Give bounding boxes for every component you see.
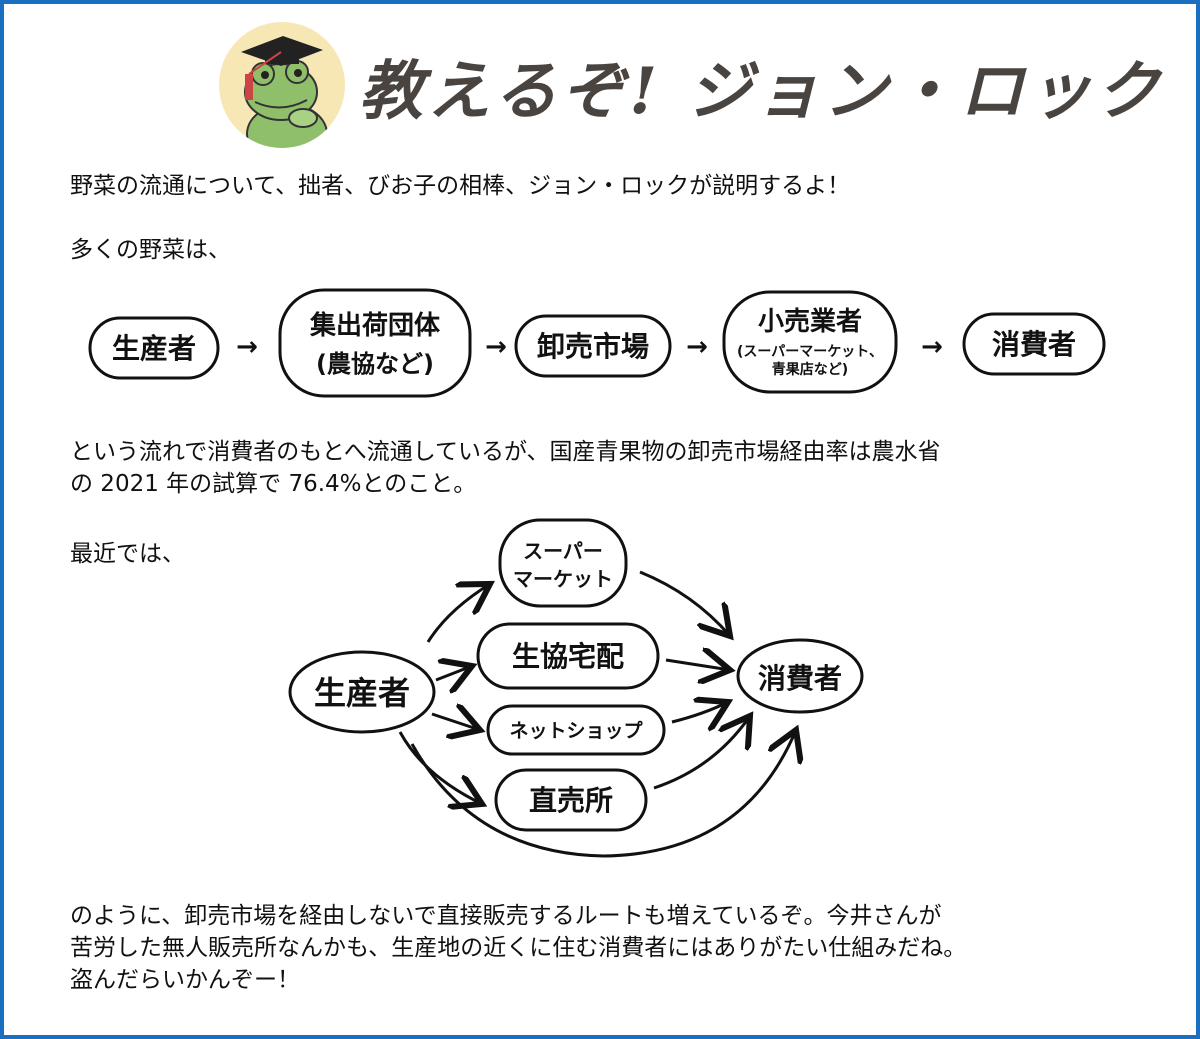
header: 教えるぞ! ジョン・ロック: [219, 18, 1159, 148]
flow2-arrow-to-coop: [435, 666, 472, 680]
flow2-producer-label: 生産者: [314, 674, 410, 712]
flow2-arrow-netshop-consumer: [671, 702, 728, 722]
flow1-arrow-3: →: [686, 332, 708, 362]
flow1-producer-label: 生産者: [112, 332, 196, 365]
flow1-group-label-1: 集出荷団体: [309, 310, 441, 341]
flow1-retail-label-2: (スーパーマーケット、: [737, 344, 883, 360]
many-text: 多くの野菜は、: [70, 237, 231, 263]
flow-text-line1: という流れで消費者のもとへ流通しているが、国産青果物の卸売市場経由率は農水省: [70, 439, 941, 465]
flow1-retail-label-1: 小売業者: [758, 307, 862, 337]
flow2-consumer-node: 消費者: [736, 638, 864, 714]
flow1-retail-label-3: 青果店など): [772, 361, 848, 378]
flow2-supermarket-label-1: スーパー: [523, 539, 603, 563]
flow2-arrow-to-netshop: [431, 714, 480, 730]
flow1-consumer-label: 消費者: [992, 328, 1076, 361]
flow1-diagram: 生産者 → 集出荷団体 (農協など) → 卸売市場 → 小売業者 (スーパーマー…: [88, 288, 1106, 398]
flow2-arrow-to-supermarket: [426, 584, 490, 643]
flow1-arrow-4: →: [921, 332, 943, 362]
flow2-arrow-supermarket-consumer: [639, 570, 730, 636]
flow1-group-label-2: (農協など): [316, 350, 434, 378]
flow2-netshop-node: ネットショップ: [486, 704, 666, 756]
flow1-arrow-2: →: [485, 332, 507, 362]
intro-text: 野菜の流通について、拙者、びお子の相棒、ジョン・ロックが説明するよ！: [70, 173, 851, 199]
flow-text-line2: の 2021 年の試算で 76.4%とのこと。: [70, 471, 477, 497]
flow2-arrow-coop-consumer: [665, 660, 730, 670]
closing-line2: 苦労した無人販売所なんかも、生産地の近くに住む消費者にはありがたい仕組みだね。: [70, 935, 967, 961]
flow2-arrow-direct-consumer: [653, 716, 750, 790]
flow1-group-node: 集出荷団体 (農協など): [278, 288, 472, 398]
flow2-direct-node: 直売所: [494, 768, 648, 832]
page-title: 教えるぞ! ジョン・ロック: [359, 54, 1164, 129]
flow2-producer-node: 生産者: [288, 650, 436, 734]
flow2-netshop-label: ネットショップ: [509, 719, 643, 742]
recent-text: 最近では、: [70, 541, 185, 567]
flow2-arrow-to-direct: [398, 731, 482, 804]
flow2-consumer-label: 消費者: [758, 662, 842, 695]
flow2-direct-label: 直売所: [529, 784, 613, 817]
flow-diagrams: 生産者 → 集出荷団体 (農協など) → 卸売市場 → 小売業者 (スーパーマー…: [88, 288, 1106, 858]
flow1-retail-node: 小売業者 (スーパーマーケット、 青果店など): [722, 290, 898, 394]
flow2-supermarket-node: スーパー マーケット: [498, 518, 628, 608]
flow2-coop-node: 生協宅配: [476, 622, 660, 690]
flow1-producer-node: 生産者: [88, 316, 220, 380]
flow1-arrow-1: →: [236, 332, 258, 362]
flow1-market-label: 卸売市場: [537, 330, 649, 363]
closing-line1: のように、卸売市場を経由しないで直接販売するルートも増えているぞ。今井さんが: [70, 903, 942, 929]
flow2-diagram: 生産者 スーパー マーケット 生協宅配 ネットショップ 直売所: [288, 518, 864, 858]
flow2-supermarket-label-2: マーケット: [513, 567, 613, 591]
flow2-coop-label: 生協宅配: [512, 640, 624, 673]
flow1-consumer-node: 消費者: [962, 312, 1106, 376]
flow2-arrow-producer-consumer-direct: [410, 730, 796, 858]
closing-line3: 盗んだらいかんぞー！: [70, 967, 300, 993]
flow1-market-node: 卸売市場: [514, 314, 672, 378]
